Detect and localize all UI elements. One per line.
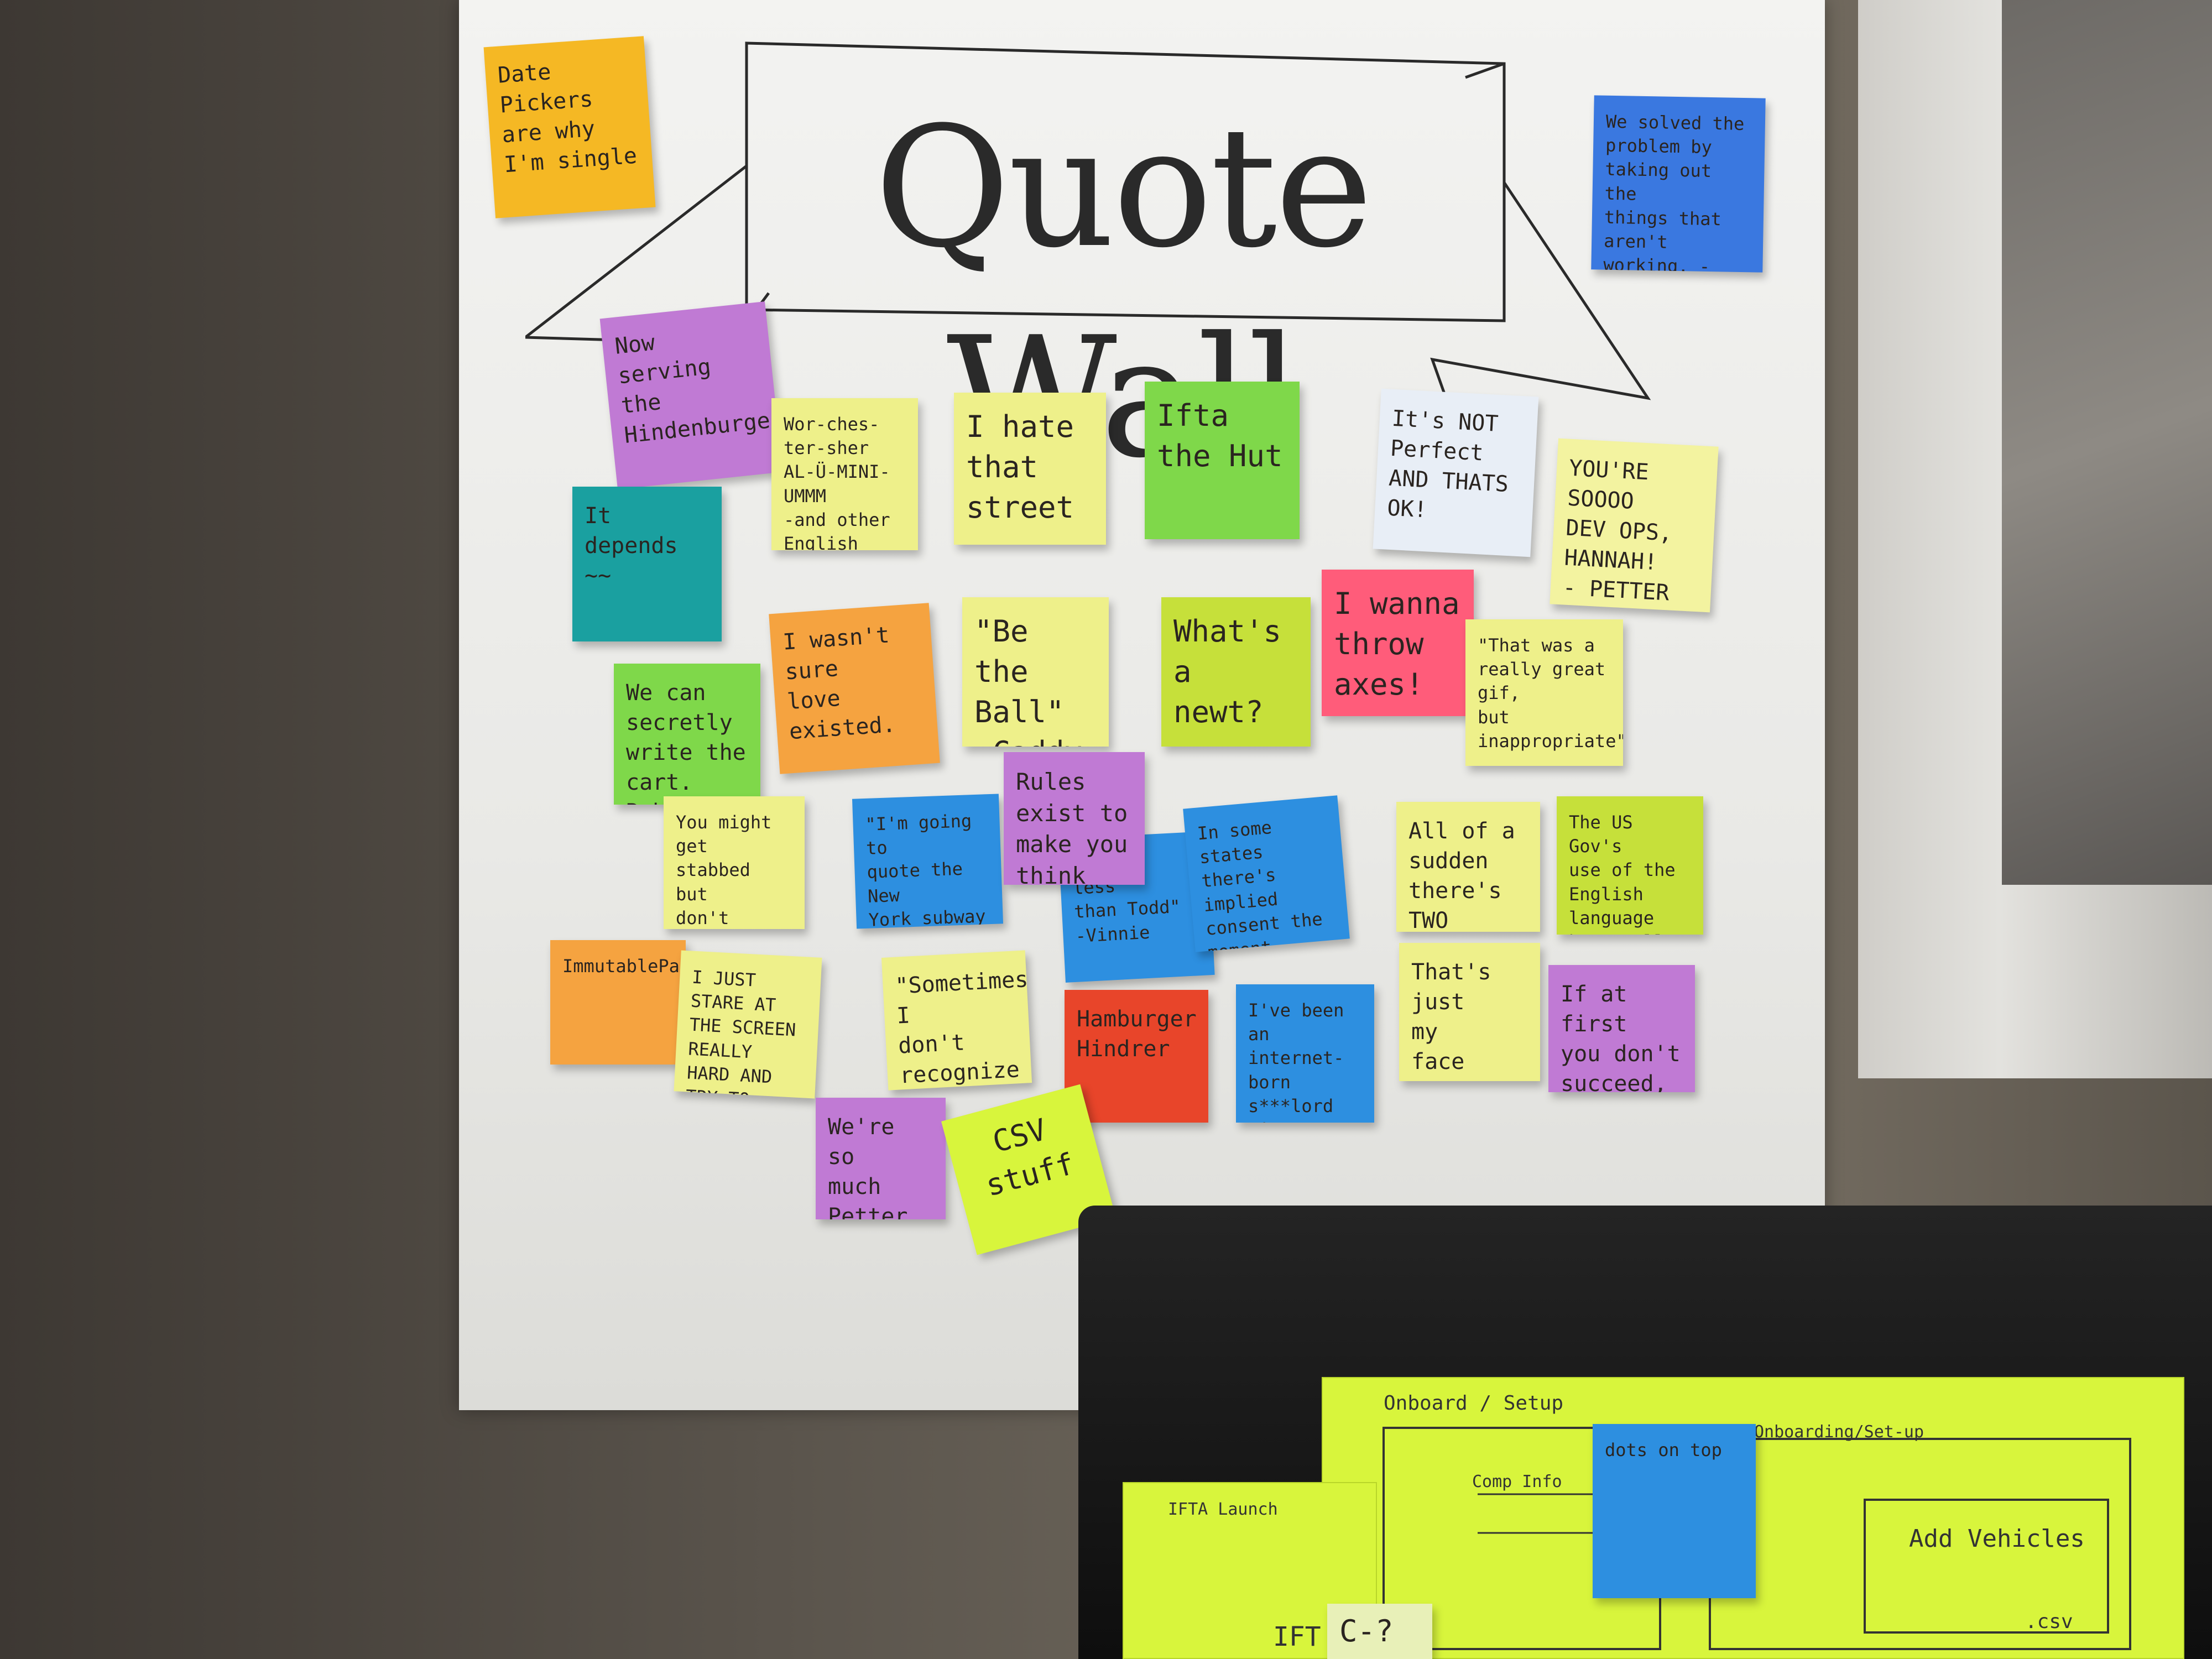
note-datepickers: Date Pickers are why I'm single <box>483 36 656 218</box>
note-ifta-hut: Ifta the Hut <box>1145 382 1300 539</box>
note-it-depends: It depends ~~ <box>572 487 722 641</box>
sketch-label-comp-info: Comp Info <box>1472 1472 1562 1491</box>
sketch-label-ifta: IFT <box>1273 1621 1321 1652</box>
window-pane <box>2002 0 2212 885</box>
note-stabbed: You might get stabbed but don't worry, I… <box>664 796 805 929</box>
note-throw-axes: I wanna throw axes! <box>1322 570 1474 716</box>
note-dev-ops: YOU'RE SOOOO DEV OPS, HANNAH! - PETTER <box>1550 438 1719 613</box>
note-quote-new-york: "I'm going to quote the New York subway … <box>852 794 1004 929</box>
note-c-q: C-? <box>1327 1604 1432 1659</box>
note-implied-consent: In some states there's implied consent t… <box>1183 795 1350 952</box>
note-us-gov: The US Gov's use of the English language… <box>1557 796 1703 935</box>
note-immutable-pair: ImmutablePair <box>550 940 686 1065</box>
note-two-balls: All of a sudden there's TWO Balls! -Hann… <box>1396 802 1540 932</box>
note-we-solved: We solved the problem by taking out the … <box>1591 95 1766 273</box>
sketch-ifta-launch: IFTA Launch IFT <box>1123 1482 1377 1659</box>
note-be-the-ball: "Be the Ball" -Caddy Shack <box>962 597 1109 747</box>
note-not-perfect: It's NOT Perfect AND THATS OK! <box>1373 388 1539 557</box>
note-now-serving: Now serving the Hindenburger <box>599 301 783 489</box>
note-internet-born: I've been an internet-born s***lord sinc… <box>1236 984 1374 1123</box>
note-hate-street: I hate that street <box>954 393 1106 545</box>
sketch-label-add-vehicles: Add Vehicles <box>1909 1525 2085 1553</box>
sketch-label-onboard-setup: Onboard / Setup <box>1384 1392 1564 1415</box>
note-great-gif: "That was a really great gif, but inappr… <box>1465 619 1623 766</box>
note-dots-on-top: dots on top <box>1593 1424 1756 1598</box>
note-just-my-face: That's just my face <box>1399 943 1540 1081</box>
note-hamburger: Hamburger Hindrer <box>1065 990 1208 1123</box>
sketch-label-csv: .csv <box>2025 1610 2073 1633</box>
sketch-wireframe-lines <box>1383 1427 2131 1650</box>
sketch-label-ifta-launch: IFTA Launch <box>1168 1500 1278 1519</box>
quote-wall-title: Quote Wall <box>874 91 1373 494</box>
note-rules-exist: Rules exist to make you think before you… <box>1004 752 1145 885</box>
note-wasnt-sure: I wasn't sure love existed. <box>769 603 940 774</box>
note-stare-screen: I JUST STARE AT THE SCREEN REALLY HARD A… <box>674 950 822 1099</box>
note-secretly-write: We can secretly write the cart. Robert <box>614 664 760 805</box>
note-worcester: Wor-ches- ter-sher AL-Ü-MINI- UMMM -and … <box>771 398 918 550</box>
note-whats-newt: What's a newt? <box>1161 597 1311 747</box>
note-recognize-success: "Sometimes I don't recognize success." -… <box>881 950 1032 1091</box>
note-skydiving: If at first you don't succeed, then skyd… <box>1548 965 1695 1092</box>
note-so-much-petter: We're so much Petter than every- body el… <box>816 1098 946 1219</box>
